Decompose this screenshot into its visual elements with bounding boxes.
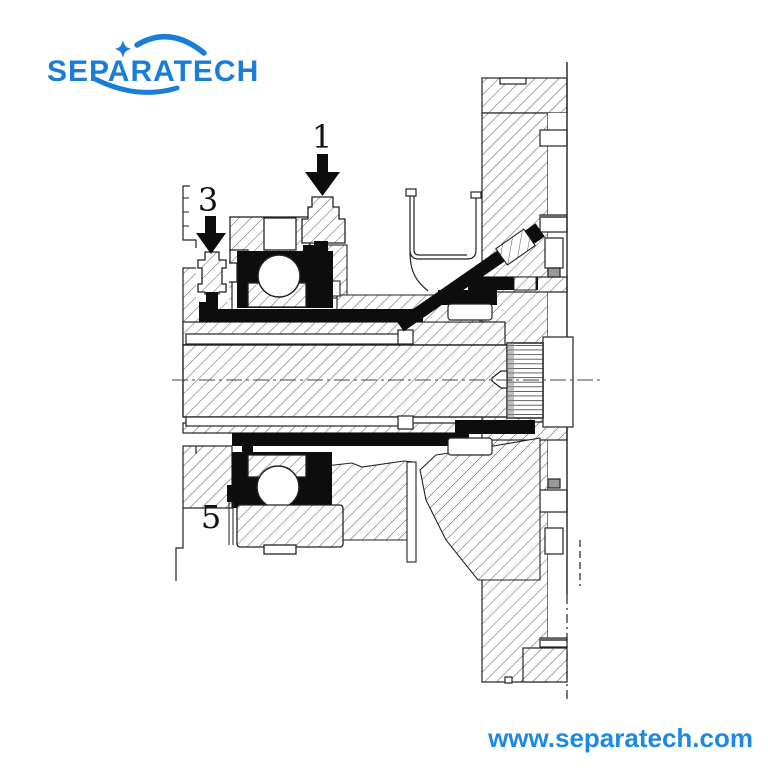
upper-sleeve-gap bbox=[185, 333, 401, 345]
swoosh-bottom-arc-icon bbox=[92, 76, 180, 95]
lock-nut bbox=[301, 196, 346, 244]
grease-plug bbox=[197, 251, 227, 295]
flange-right-tabs bbox=[539, 129, 568, 648]
callout-label-5: 5 bbox=[201, 498, 221, 536]
coupling-end-cap bbox=[542, 336, 574, 428]
bottom-notch bbox=[504, 676, 513, 684]
bracket-cap-left bbox=[405, 188, 417, 197]
clutch-cup bbox=[405, 188, 482, 292]
ball-bearing-lower bbox=[256, 465, 300, 509]
callout-label-3: 3 bbox=[198, 181, 218, 219]
ball-bearing-upper bbox=[257, 254, 301, 298]
lower-support-wedge bbox=[419, 437, 541, 581]
lower-housing bbox=[236, 504, 344, 548]
lower-sleeve-gap bbox=[185, 416, 401, 427]
housing-window bbox=[263, 544, 297, 555]
logo: SEPARATECH bbox=[47, 33, 259, 95]
lower-bracket-plate bbox=[406, 461, 417, 563]
left-housing-profile bbox=[175, 185, 197, 581]
upper-bolt bbox=[447, 303, 493, 321]
bracket-cap-right bbox=[470, 191, 482, 199]
lower-bearing-assembly bbox=[227, 452, 344, 555]
callout-1: 1 bbox=[305, 118, 340, 196]
star-icon bbox=[115, 40, 131, 58]
callout-label-1: 1 bbox=[312, 118, 332, 156]
lower-bolt bbox=[447, 437, 493, 456]
callout-3: 3 bbox=[196, 181, 226, 254]
upper-bearing-assembly bbox=[196, 196, 346, 314]
website-link[interactable]: www.separatech.com bbox=[487, 723, 753, 753]
cap-window bbox=[263, 217, 297, 251]
callout-arrow-3 bbox=[205, 216, 216, 234]
callout-5: 5 bbox=[201, 498, 221, 536]
bracket-s-curve bbox=[409, 251, 429, 292]
swoosh-top-arc-icon bbox=[134, 33, 207, 56]
main-shaft bbox=[182, 267, 509, 509]
logo-text: SEPARATECH bbox=[47, 55, 259, 88]
callout-arrow-1 bbox=[317, 154, 328, 173]
